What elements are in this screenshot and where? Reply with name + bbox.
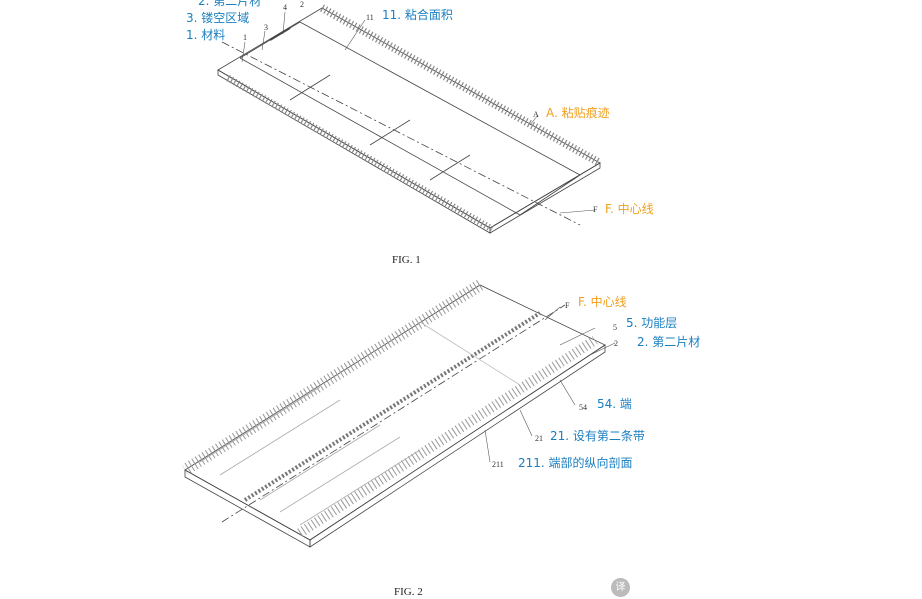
fig2-label-2: 2. 第二片材 bbox=[637, 335, 701, 349]
fig2-caption: FIG. 2 bbox=[394, 586, 423, 598]
fig1-num-2: 2 bbox=[300, 0, 304, 9]
fig1-drawing bbox=[217, 4, 602, 234]
fig2-label-21: 21. 设有第二条带 bbox=[550, 429, 645, 443]
fig1-label-1: 1. 材料 bbox=[186, 28, 226, 42]
fig1-label-11: 11. 粘合面积 bbox=[382, 8, 453, 22]
fig2-num-211: 211 bbox=[492, 460, 504, 469]
fig1-label-A: A. 粘贴痕迹 bbox=[546, 106, 610, 120]
fig2-label-5: 5. 功能层 bbox=[626, 316, 678, 330]
fig1-num-3: 3 bbox=[264, 23, 268, 32]
fig1-num-11: 11 bbox=[366, 13, 374, 22]
fig2-drawing bbox=[181, 279, 606, 548]
fig2-num-21: 21 bbox=[535, 434, 543, 443]
fig1-label-F: F. 中心线 bbox=[605, 202, 654, 216]
fig2-label-211: 211. 端部的纵向剖面 bbox=[518, 456, 633, 470]
translate-button[interactable]: 译 bbox=[611, 578, 630, 597]
fig2-label-54: 54. 端 bbox=[597, 397, 632, 411]
fig2-num-5: 5 bbox=[613, 323, 617, 332]
fig1-num-1: 1 bbox=[243, 33, 247, 42]
fig1-num-A: A bbox=[533, 110, 539, 119]
fig2-num-F: F bbox=[565, 301, 570, 310]
fig1-num-F: F bbox=[593, 205, 598, 214]
fig2-num-54: 54 bbox=[579, 403, 587, 412]
fig1-label-2: 2. 第二片材 bbox=[198, 0, 262, 8]
fig1-label-3: 3. 镂空区域 bbox=[186, 11, 250, 25]
fig1-caption: FIG. 1 bbox=[392, 254, 421, 266]
fig2-num-2: 2 bbox=[614, 339, 618, 348]
fig1-num-4: 4 bbox=[283, 3, 287, 12]
fig2-label-F: F. 中心线 bbox=[578, 295, 627, 309]
